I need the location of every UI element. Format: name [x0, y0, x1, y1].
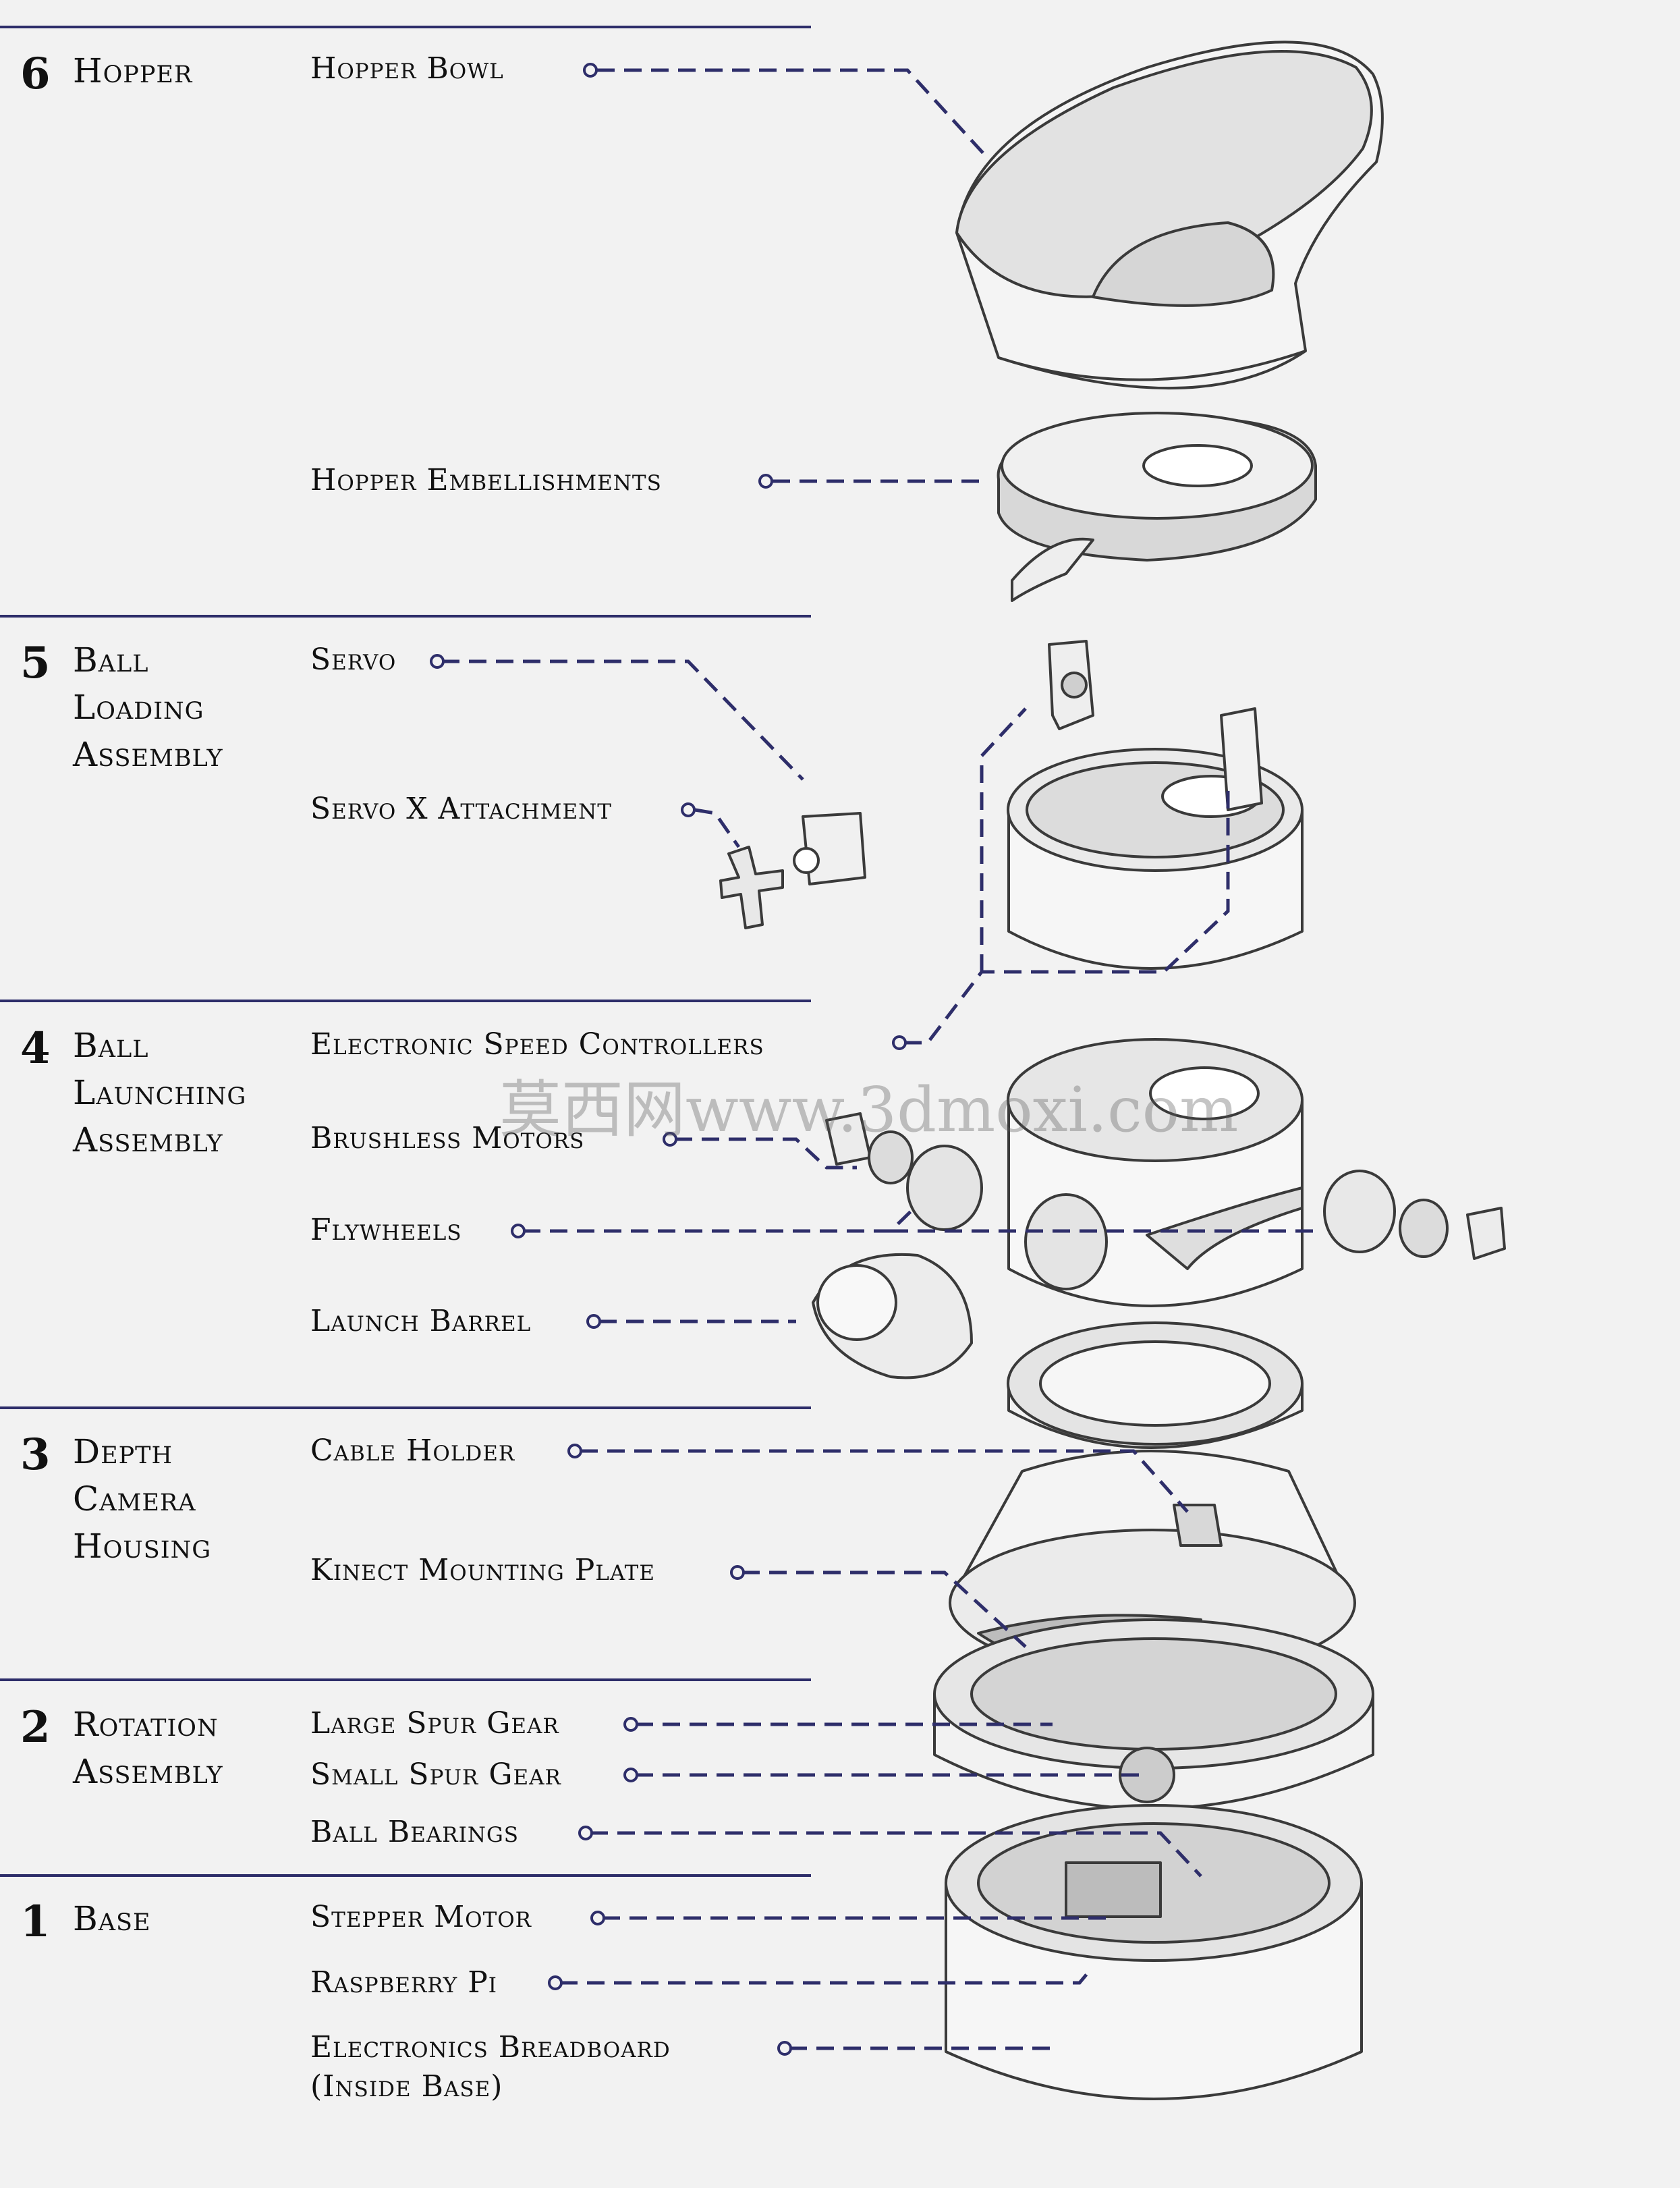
- section-6-title-line: Hopper: [73, 51, 193, 90]
- leader-raspberry-pi: [560, 1969, 1091, 1985]
- leader-dot: [730, 1565, 745, 1580]
- leader-dot: [511, 1224, 526, 1238]
- launch-base-ring: [1007, 1321, 1304, 1449]
- section-5-number: 5: [20, 638, 51, 688]
- hopper-embellishments: [997, 412, 1317, 602]
- leader-flywheels: [523, 1207, 1322, 1233]
- section-5-title-line: Ball: [73, 640, 149, 680]
- label-ball-bearings: Ball Bearings: [310, 1815, 519, 1849]
- leader-dot: [430, 654, 445, 669]
- watermark: 莫西网www.3dmoxi.com: [499, 1074, 1239, 1146]
- launch-barrel-part: [812, 1253, 973, 1379]
- section-4-title-line: Ball: [73, 1026, 149, 1065]
- section-5-title: Ball Loading Assembly: [73, 636, 223, 778]
- label-hopper-bowl: Hopper Bowl: [310, 51, 504, 86]
- label-electronics-breadboard: Electronics Breadboard: [310, 2030, 671, 2064]
- ball-launching-housing: [1007, 1038, 1304, 1307]
- label-launch-barrel: Launch Barrel: [310, 1304, 532, 1338]
- leader-dot: [681, 802, 696, 817]
- leader-servo: [442, 659, 804, 781]
- label-inside-base: (Inside Base): [310, 2069, 503, 2104]
- leader-servo-x: [694, 808, 741, 848]
- leader-dot: [567, 1444, 582, 1458]
- section-1-title-line: Base: [73, 1899, 151, 1938]
- section-4-title-line: Assembly: [73, 1120, 223, 1159]
- leader-dot: [892, 1035, 907, 1050]
- section-4-number: 4: [20, 1023, 51, 1074]
- section-3-number: 3: [20, 1429, 51, 1480]
- section-3-title: Depth Camera Housing: [73, 1428, 211, 1570]
- label-servo: Servo: [310, 642, 397, 677]
- servo-mount-part: [1048, 640, 1094, 730]
- section-3-title-line: Depth: [73, 1432, 173, 1471]
- leader-dot: [578, 1826, 593, 1840]
- label-esc: Electronic Speed Controllers: [310, 1027, 764, 1062]
- label-cable-holder: Cable Holder: [310, 1433, 515, 1468]
- rotation-assembly: [933, 1618, 1374, 1810]
- leader-dot: [623, 1717, 638, 1732]
- leader-dot: [663, 1132, 677, 1147]
- label-hopper-embellishments: Hopper Embellishments: [310, 463, 662, 497]
- section-4-title-line: Launching: [73, 1073, 247, 1112]
- leader-dot: [583, 63, 598, 78]
- servo-part: [793, 812, 866, 885]
- label-large-spur-gear: Large Spur Gear: [310, 1706, 559, 1741]
- right-motor-flywheel: [1323, 1170, 1506, 1260]
- section-5-title-line: Loading: [73, 688, 204, 727]
- label-small-spur-gear: Small Spur Gear: [310, 1757, 561, 1792]
- servo-x-attachment-part: [719, 846, 784, 929]
- leader-hopper-bowl: [597, 68, 986, 157]
- label-brushless-motors: Brushless Motors: [310, 1121, 585, 1155]
- leader-dot: [548, 1975, 563, 1990]
- label-servo-x-attachment: Servo X Attachment: [310, 792, 612, 826]
- leader-dot: [586, 1314, 601, 1329]
- hopper-bowl: [955, 40, 1384, 390]
- leader-ball-bearings: [590, 1831, 1202, 1878]
- label-stepper-motor: Stepper Motor: [310, 1900, 532, 1934]
- leader-dot: [623, 1768, 638, 1782]
- leader-dot: [777, 2041, 792, 2056]
- leader-dot: [590, 1911, 605, 1925]
- label-raspberry-pi: Raspberry Pi: [310, 1965, 498, 2000]
- leader-esc: [904, 707, 1230, 1045]
- leader-cable-holder: [580, 1449, 1189, 1513]
- section-3-title-line: Housing: [73, 1527, 212, 1566]
- label-flywheels: Flywheels: [310, 1213, 462, 1247]
- label-kinect-mounting-plate: Kinect Mounting Plate: [310, 1553, 655, 1587]
- leader-brushless-motors: [675, 1137, 857, 1170]
- section-1-number: 1: [20, 1896, 51, 1947]
- section-1-title: Base: [73, 1895, 151, 1942]
- section-4-title: Ball Launching Assembly: [73, 1022, 246, 1164]
- section-3-title-line: Camera: [73, 1479, 196, 1519]
- leader-kinect-plate: [742, 1570, 1027, 1648]
- section-2-number: 2: [20, 1702, 51, 1753]
- ball-loading-ring: [1007, 707, 1304, 970]
- base-part: [945, 1804, 1363, 2100]
- section-2-title-line: Rotation: [73, 1705, 219, 1744]
- leader-dot: [758, 474, 773, 489]
- section-6-number: 6: [20, 49, 51, 99]
- section-6-title: Hopper: [73, 47, 192, 94]
- section-2-title: Rotation Assembly: [73, 1701, 223, 1795]
- section-5-title-line: Assembly: [73, 735, 223, 774]
- section-2-title-line: Assembly: [73, 1752, 223, 1791]
